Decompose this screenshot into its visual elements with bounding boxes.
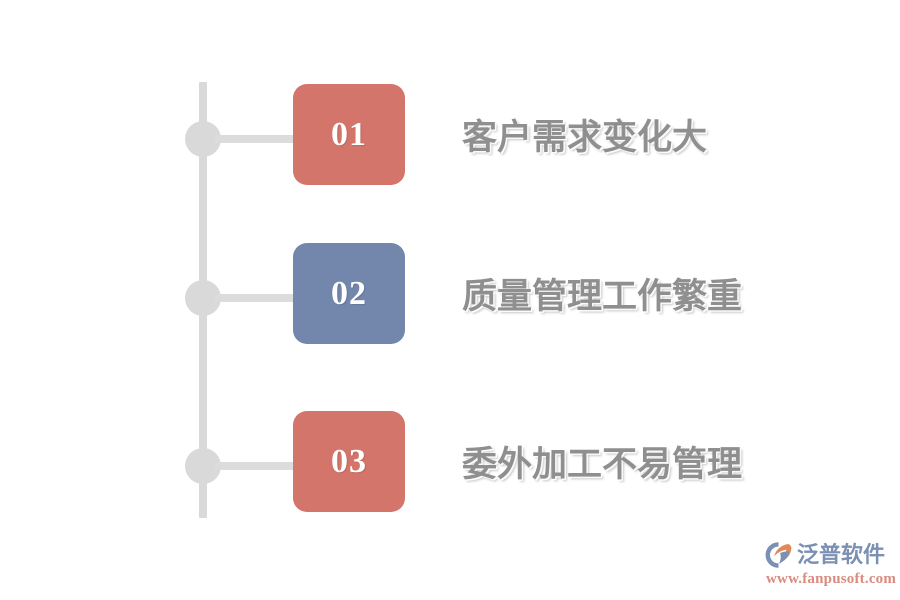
- number-badge-01[interactable]: 01: [293, 84, 405, 185]
- timeline-connector: [215, 294, 295, 302]
- timeline-item-01[interactable]: 01 客户需求变化大: [0, 84, 900, 194]
- timeline-item-02[interactable]: 02 质量管理工作繁重: [0, 243, 900, 353]
- number-badge-label: 02: [331, 274, 367, 312]
- timeline-connector: [215, 135, 295, 143]
- watermark-url-text: www.fanpusoft.com: [766, 571, 897, 587]
- number-badge-label: 03: [331, 442, 367, 480]
- watermark-brand-row: 泛普软件: [764, 540, 896, 570]
- timeline-connector: [215, 462, 295, 470]
- timeline-item-03[interactable]: 03 委外加工不易管理: [0, 411, 900, 521]
- watermark: 泛普软件 www.fanpusoft.com: [764, 540, 896, 588]
- timeline-item-label-03: 委外加工不易管理: [462, 444, 743, 484]
- number-badge-label: 01: [331, 115, 367, 153]
- number-badge-03[interactable]: 03: [293, 411, 405, 512]
- fanpu-swoosh-logo-icon: [764, 541, 794, 569]
- timeline-item-label-02: 质量管理工作繁重: [462, 276, 743, 316]
- timeline-item-label-01: 客户需求变化大: [462, 117, 708, 157]
- watermark-brand-text: 泛普软件: [797, 542, 886, 567]
- number-badge-02[interactable]: 02: [293, 243, 405, 344]
